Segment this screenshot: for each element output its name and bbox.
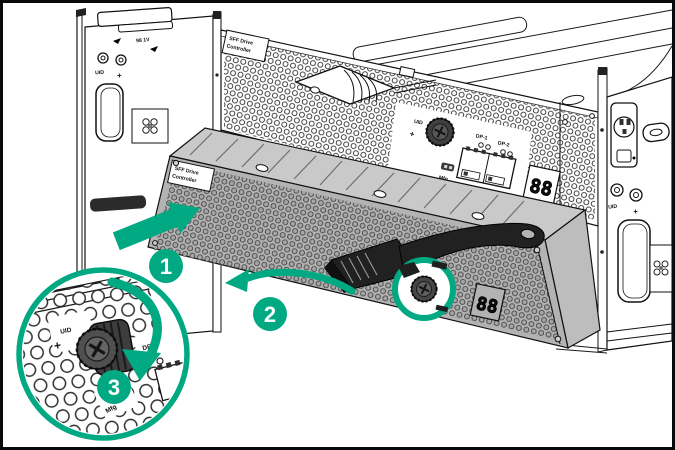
top-face-vents xyxy=(189,132,525,226)
step3-badge: 3 xyxy=(97,370,131,404)
step1-badge: 1 xyxy=(149,249,183,283)
plus-label: + xyxy=(409,129,416,139)
top-screw-hole xyxy=(373,190,387,198)
lever-arm xyxy=(398,222,545,273)
svg-text:3: 3 xyxy=(108,375,120,400)
dp1-label: DP-1 xyxy=(475,133,488,141)
small-print-label: 98 1V xyxy=(136,37,151,44)
release-lever xyxy=(324,222,545,293)
latch-arrow-mark xyxy=(150,46,158,52)
svg-text:SFF Drive: SFF Drive xyxy=(174,166,199,177)
svg-text:1: 1 xyxy=(160,254,172,279)
latch-arrow-mark xyxy=(113,38,121,44)
module-label: SFF Drive Controller xyxy=(167,159,216,193)
top-screw-hole xyxy=(255,164,269,172)
step2-rotate-arrow xyxy=(239,268,356,295)
step1-insert-arrow xyxy=(112,202,200,251)
plus-label: + xyxy=(117,71,123,80)
top-screw-hole xyxy=(471,212,485,220)
module-handle-cutout xyxy=(95,83,124,142)
dp2-led xyxy=(500,149,506,155)
installed-module-label: SFF Drive Controller xyxy=(221,29,270,63)
sfp-port-cage xyxy=(455,146,517,190)
svg-text:Controller: Controller xyxy=(226,43,252,54)
rivet xyxy=(172,159,180,167)
svg-text:88: 88 xyxy=(527,175,554,201)
fan-icon xyxy=(142,118,158,134)
power-connector-icon xyxy=(610,102,638,168)
lever-grip-ridges xyxy=(340,252,378,284)
step3-arrowhead xyxy=(122,349,161,381)
right-io-panel: UID + xyxy=(606,76,673,351)
rivet xyxy=(562,119,568,125)
vent-slot xyxy=(89,195,147,212)
thumbscrew-highlight xyxy=(392,257,456,321)
fan-icon xyxy=(653,260,669,276)
svg-text:2: 2 xyxy=(264,302,276,327)
bay-divider-right xyxy=(597,67,608,353)
uid-label: UID xyxy=(413,119,423,127)
installed-segment-display: 88 xyxy=(522,164,561,205)
uid-label: UID xyxy=(608,204,618,211)
left-module-handle xyxy=(96,7,174,33)
step3-tighten-arrow xyxy=(107,277,162,361)
uid-label: UID xyxy=(60,327,73,336)
installed-module-latch xyxy=(294,65,437,105)
svg-text:88: 88 xyxy=(474,293,500,318)
lever-arm-hole xyxy=(520,228,536,240)
installed-uid-thumbscrew xyxy=(423,115,457,149)
dp2-label: DP-2 xyxy=(497,140,510,148)
step2-badge: 2 xyxy=(253,297,287,331)
fan-label-square xyxy=(131,108,169,144)
magnifier-callout-circle: UID + DP-1 Mfg 3 xyxy=(16,267,190,441)
module-segment-display: 88 xyxy=(469,282,506,322)
panel-latch xyxy=(642,122,670,143)
pivot-thumbscrew xyxy=(410,275,438,303)
fan-label-square xyxy=(649,244,673,293)
plus-label: + xyxy=(633,207,639,217)
callout-uid-thumbscrew xyxy=(75,318,136,376)
svg-text:Controller: Controller xyxy=(171,173,197,184)
plus-label: + xyxy=(53,338,62,353)
dp1-led xyxy=(478,142,484,148)
lever-corner-in-ring xyxy=(398,262,420,278)
uid-label: UID xyxy=(95,70,105,77)
step2-arrowhead xyxy=(225,269,249,292)
svg-text:SFF Drive: SFF Drive xyxy=(229,36,254,47)
mfg-label: Mfg xyxy=(104,403,118,415)
